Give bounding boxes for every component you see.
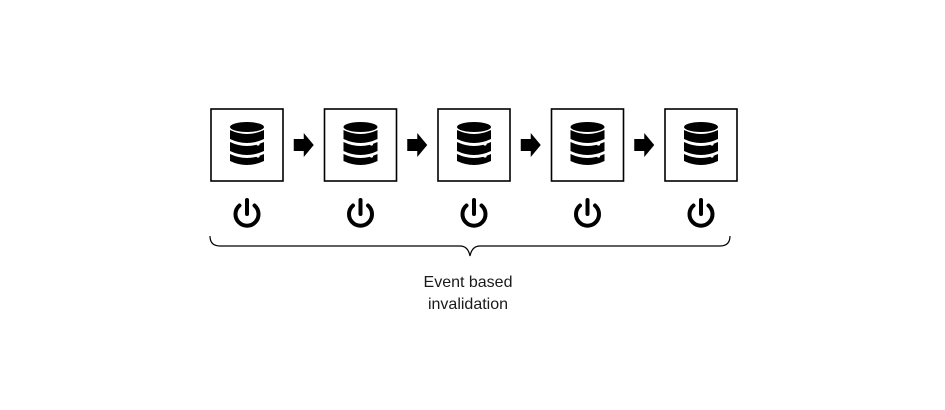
database-node xyxy=(210,108,284,228)
power-icon xyxy=(687,198,715,228)
caption-line-1: Event based xyxy=(423,274,513,291)
arrow-right-icon xyxy=(407,133,428,157)
power-icon xyxy=(460,198,488,228)
caption-line-2: invalidation xyxy=(427,296,509,313)
database-node xyxy=(664,108,738,228)
nodes-layer xyxy=(210,108,738,228)
power-icon xyxy=(347,198,374,228)
database-node xyxy=(550,108,625,228)
node-box xyxy=(550,108,625,182)
grouping-bracket xyxy=(209,235,731,257)
node-box xyxy=(437,108,511,182)
node-box xyxy=(323,108,398,182)
database-node xyxy=(437,108,511,228)
caption: Event based invalidation xyxy=(368,272,568,316)
power-icon xyxy=(233,198,261,228)
power-icon xyxy=(574,198,601,228)
node-box xyxy=(664,108,738,182)
node-box xyxy=(210,108,284,182)
arrow-right-icon xyxy=(634,133,655,157)
database-node xyxy=(323,108,398,228)
arrow-right-icon xyxy=(520,133,541,157)
arrow-right-icon xyxy=(293,133,314,157)
